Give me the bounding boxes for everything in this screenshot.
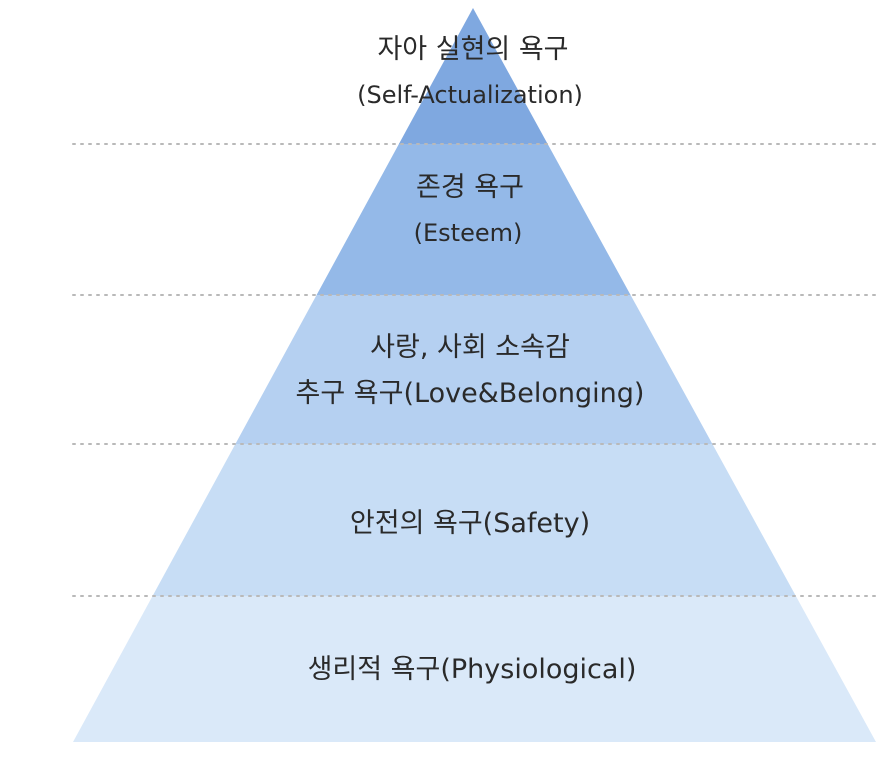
- safety-label: 안전의 욕구(Safety): [350, 508, 590, 539]
- self-actualization-label-en: (Self-Actualization): [357, 81, 583, 109]
- physiological-label: 생리적 욕구(Physiological): [308, 654, 637, 685]
- level-dividers: [72, 143, 877, 597]
- esteem-label-ko: 존경 욕구: [416, 172, 524, 203]
- esteem-label-en: (Esteem): [414, 219, 523, 247]
- band-love-belonging: [73, 295, 876, 444]
- self-actualization-label-ko: 자아 실현의 욕구: [377, 34, 568, 65]
- love-belonging-label-line2: 추구 욕구(Love&Belonging): [296, 378, 645, 409]
- love-belonging-label-line1: 사랑, 사회 소속감: [370, 332, 570, 363]
- band-physiological: [73, 596, 876, 742]
- level-labels: 자아 실현의 욕구 (Self-Actualization) 존경 욕구 (Es…: [296, 34, 645, 685]
- band-self-actualization: [73, 8, 876, 144]
- pyramid-bands: [73, 8, 876, 742]
